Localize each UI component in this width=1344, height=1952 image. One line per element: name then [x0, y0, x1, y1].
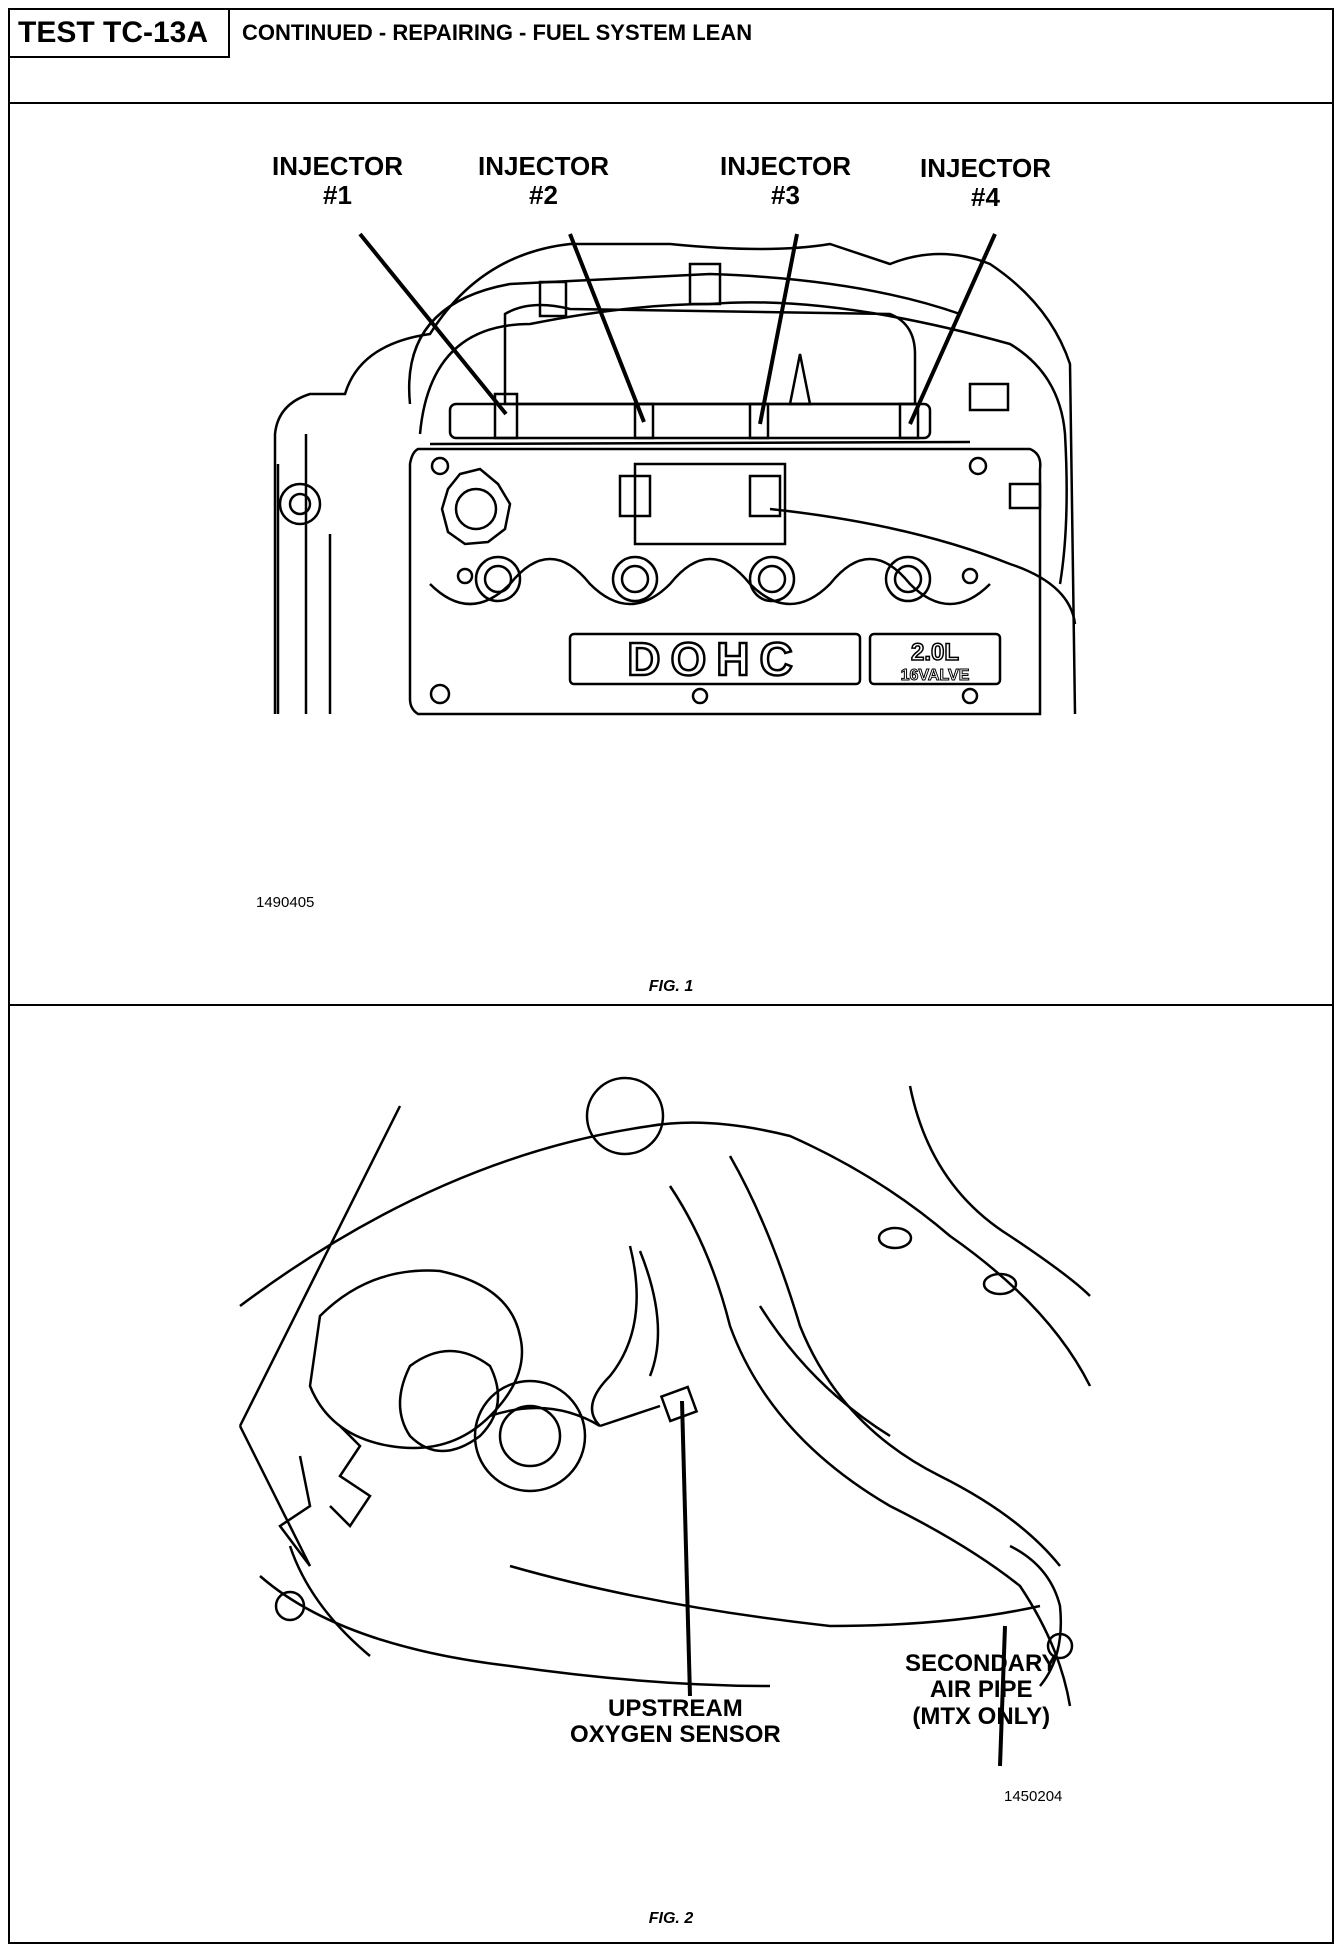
figure-1-caption: FIG. 1 — [648, 978, 694, 995]
page-frame: TEST TC-13A CONTINUED - REPAIRING - FUEL… — [8, 8, 1334, 1944]
exhaust-illustration — [238, 1076, 1092, 1767]
figure-1-part-number: 1490405 — [256, 894, 315, 911]
engine-illustration: DOHC 2.0L 16VALVE — [273, 232, 1077, 716]
figure-2-caption: FIG. 2 — [648, 1910, 694, 1927]
engine-badge-main: DOHC — [627, 633, 802, 685]
label-secondary-air-pipe: SECONDARY AIR PIPE (MTX ONLY) — [905, 1650, 1058, 1730]
figure-2-part-number: 1450204 — [1004, 1788, 1063, 1805]
label-injector-4: INJECTOR#4 — [920, 153, 1051, 212]
label-injector-1: INJECTOR#1 — [272, 151, 403, 210]
engine-badge-valve: 16VALVE — [901, 667, 970, 684]
label-injector-2: INJECTOR#2 — [478, 151, 609, 210]
engine-badge-size: 2.0L — [911, 639, 959, 666]
page-title: CONTINUED - REPAIRING - FUEL SYSTEM LEAN — [242, 20, 753, 45]
header-bar: TEST TC-13A CONTINUED - REPAIRING - FUEL… — [10, 10, 1332, 104]
test-id-box: TEST TC-13A — [10, 10, 230, 58]
figure-1-panel: DOHC 2.0L 16VALVE INJECTOR#1 INJECTOR#2 … — [10, 104, 1332, 1006]
label-injector-3: INJECTOR#3 — [720, 151, 851, 210]
